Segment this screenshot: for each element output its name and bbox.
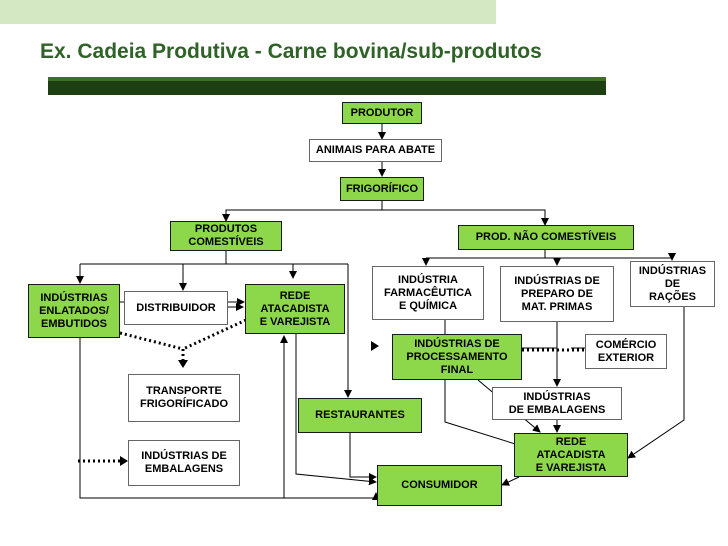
node-industrias-embalagens-right: INDÚSTRIAS DE EMBALAGENS <box>492 387 622 420</box>
dotted-enlatados-transporte <box>119 331 184 351</box>
arrowhead-processamento <box>371 341 379 351</box>
node-animais-abate: ANIMAIS PARA ABATE <box>309 139 442 162</box>
node-industrias-enlatados: INDÚSTRIAS ENLATADOS/ EMBUTIDOS <box>28 284 120 338</box>
node-industrias-preparo: INDÚSTRIAS DE PREPARO DE MAT. PRIMAS <box>500 266 614 322</box>
arrow-enlatados-consumidor <box>79 338 380 500</box>
node-industria-farmaceutica: INDÚSTRIA FARMACÊUTICA E QUÍMICA <box>372 266 484 320</box>
page-title: Ex. Cadeia Produtiva - Carne bovina/sub-… <box>40 40 542 63</box>
arrowhead-embalagens-left <box>120 456 128 466</box>
arrow-rede1-consumidor <box>295 332 377 486</box>
node-consumidor: CONSUMIDOR <box>377 465 502 506</box>
node-industrias-racoes: INDÚSTRIAS DE RAÇÕES <box>630 261 715 307</box>
arrow-restaurantes-consumidor <box>349 433 377 481</box>
title-rule-highlight <box>48 77 606 81</box>
node-rede-atacadista-1: REDE ATACADISTA E VAREJISTA <box>245 284 345 334</box>
node-industrias-processamento: INDÚSTRIAS DE PROCESSAMENTO FINAL <box>392 334 522 380</box>
node-distribuidor: DISTRIBUIDOR <box>124 291 228 325</box>
node-produtor: PRODUTOR <box>342 102 422 124</box>
arrow-to-comestiveis <box>222 201 383 222</box>
node-transporte-frigorificado: TRANSPORTE FRIGORÍFICADO <box>128 374 240 422</box>
node-restaurantes: RESTAURANTES <box>298 398 422 433</box>
top-band <box>0 0 496 24</box>
arrow-rede2-consumidor <box>501 476 520 486</box>
node-frigorifico: FRIGORÍFICO <box>340 177 424 201</box>
node-rede-atacadista-2: REDE ATACADISTA E VAREJISTA <box>514 433 628 477</box>
arrow-racoes-rede2 <box>627 307 685 459</box>
arrowhead-transporte <box>178 360 188 368</box>
node-comercio-exterior: COMÉRCIO EXTERIOR <box>585 334 667 369</box>
node-industrias-embalagens-left: INDÚSTRIAS DE EMBALAGENS <box>128 440 240 486</box>
dotted-rede1-transporte <box>182 318 247 351</box>
title-rule <box>48 77 606 95</box>
node-prod-nao-comestiveis: PROD. NÃO COMESTÍVEIS <box>458 225 634 250</box>
node-produtos-comestiveis: PRODUTOS COMESTÍVEIS <box>170 221 282 251</box>
arrow-to-nao-comestiveis <box>382 209 549 226</box>
